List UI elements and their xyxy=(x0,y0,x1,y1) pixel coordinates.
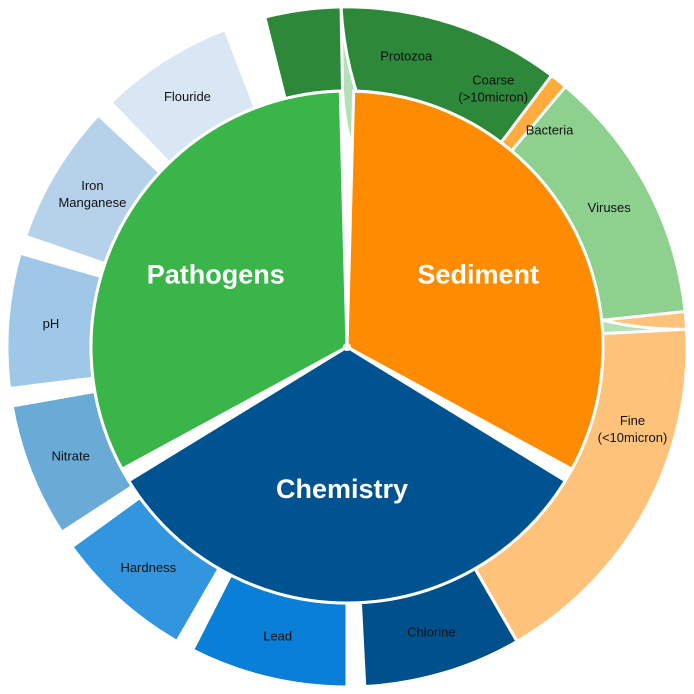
outer-label-line: Fine xyxy=(620,413,645,428)
outer-label-line: Viruses xyxy=(588,200,632,215)
outer-label-line: Protozoa xyxy=(380,48,433,63)
inner-sector-sediment xyxy=(345,89,605,472)
outer-label-line: Hardness xyxy=(120,560,176,575)
outer-label-line: Lead xyxy=(263,628,292,643)
outer-label-chlorine: Chlorine xyxy=(407,624,455,639)
outer-label-line: pH xyxy=(43,316,60,331)
inner-label-pathogens: Pathogens xyxy=(147,259,285,289)
outer-label-line: Manganese xyxy=(58,195,126,210)
outer-label-viruses: Viruses xyxy=(588,200,632,215)
inner-ring xyxy=(89,89,605,605)
outer-label-line: (>10micron) xyxy=(458,90,528,105)
outer-label-line: Bacteria xyxy=(526,122,574,137)
outer-label-line: Flouride xyxy=(164,89,211,104)
outer-label-line: Iron xyxy=(81,178,103,193)
inner-sector-pathogens xyxy=(89,89,349,472)
inner-sector-chemistry xyxy=(126,345,568,605)
outer-labels: Coarse (>10micron) Fine (<10micron) Chlorine… xyxy=(43,48,668,643)
outer-label-nitrate: Nitrate xyxy=(52,448,90,463)
outer-label-ph: pH xyxy=(43,316,60,331)
inner-label-chemistry: Chemistry xyxy=(276,474,408,504)
outer-label-hardness: Hardness xyxy=(120,560,176,575)
outer-label-line: Coarse xyxy=(472,73,514,88)
outer-label-protozoa: Protozoa xyxy=(380,48,433,63)
inner-label-sediment: Sediment xyxy=(417,259,539,289)
outer-label-flouride: Flouride xyxy=(164,89,211,104)
outer-label-line: Chlorine xyxy=(407,624,455,639)
outer-label-fine-10micron: Fine (<10micron) xyxy=(598,413,668,445)
outer-label-line: Nitrate xyxy=(52,448,90,463)
center-hub xyxy=(343,343,351,351)
outer-label-bacteria: Bacteria xyxy=(526,122,574,137)
outer-label-coarse-10micron: Coarse (>10micron) xyxy=(458,73,528,105)
outer-label-lead: Lead xyxy=(263,628,292,643)
outer-label-line: (<10micron) xyxy=(598,430,668,445)
